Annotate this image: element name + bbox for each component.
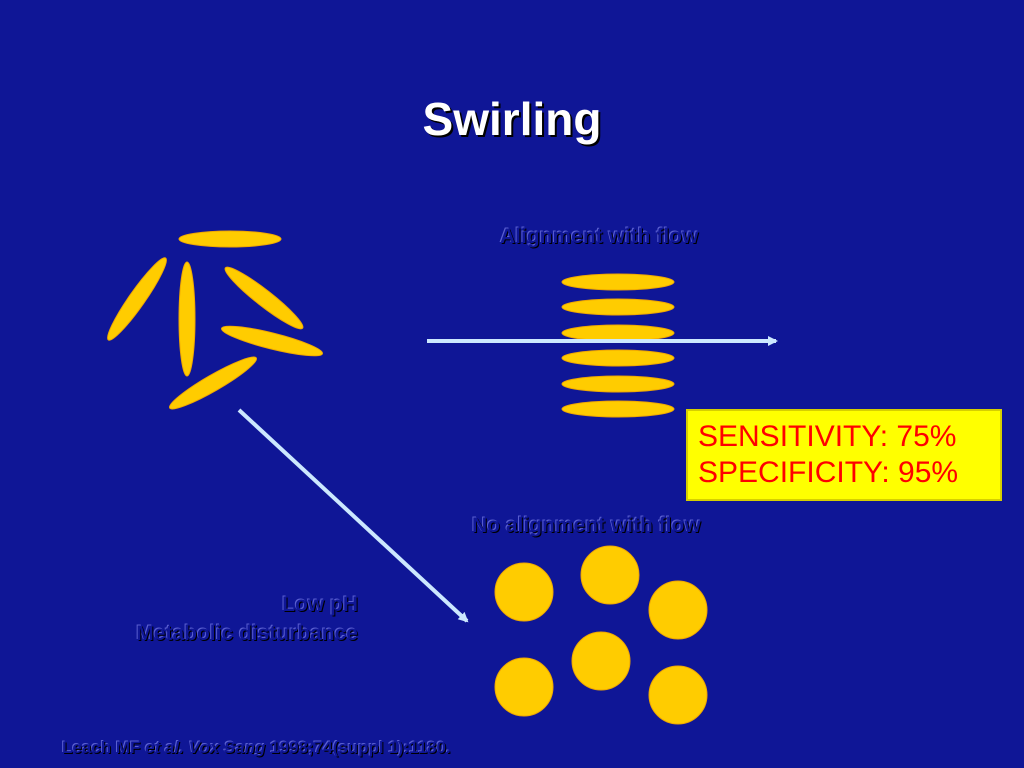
platelet [561, 298, 675, 316]
citation-etal: et al. [145, 738, 184, 757]
spherical-platelets [494, 545, 708, 725]
cause-line-metabolic: Metabolic disturbance [136, 622, 358, 645]
sensitivity-text: SENSITIVITY: 75% [698, 420, 957, 453]
no-alignment-label: No alignment with flow [472, 514, 701, 537]
platelet [561, 273, 675, 291]
stats-box: SENSITIVITY: 75% SPECIFICITY: 95% [686, 409, 1002, 501]
alignment-label: Alignment with flow [500, 225, 699, 248]
platelet [178, 261, 196, 377]
platelet-sphere [494, 657, 554, 717]
citation: Leach MF et al. Vox Sang 1998;74(suppl 1… [62, 738, 451, 758]
platelet [169, 356, 257, 410]
platelet [561, 324, 675, 342]
platelet [224, 266, 304, 330]
swirl-loss-arrow [237, 408, 469, 623]
cause-line-ph: Low pH [282, 593, 358, 616]
platelet [561, 400, 675, 418]
platelet-sphere [494, 562, 554, 622]
platelet [107, 257, 167, 341]
platelet-sphere [571, 631, 631, 691]
platelet [561, 375, 675, 393]
platelet-sphere [580, 545, 640, 605]
platelet-sphere [648, 665, 708, 725]
platelet [221, 325, 323, 357]
platelet [561, 349, 675, 367]
platelet [178, 230, 282, 248]
specificity-text: SPECIFICITY: 95% [698, 456, 959, 489]
slide-title: Swirling [422, 93, 602, 145]
aligned-platelets [561, 273, 675, 418]
citation-authors: Leach MF [62, 738, 146, 757]
cause-label: Low pH Metabolic disturbance [136, 590, 358, 648]
citation-ref: 1998;74(suppl 1):1180. [265, 738, 451, 757]
platelet-sphere [648, 580, 708, 640]
random-platelets [107, 230, 323, 410]
citation-journal: Vox Sang [188, 738, 266, 757]
